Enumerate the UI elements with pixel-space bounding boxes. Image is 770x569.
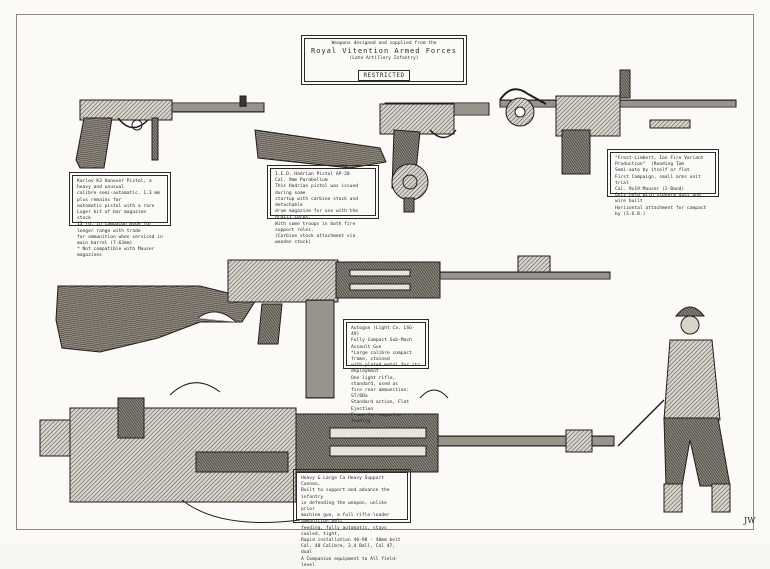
assault-rifle-drawing: [55, 255, 611, 399]
sheet-border: [16, 14, 754, 530]
note-drum-pistol: I.E.D. Hadrian Pistol AP-20 Cal. 9mm Par…: [267, 165, 379, 245]
title-box: Weapons designed and supplied from the R…: [301, 35, 467, 85]
mauser-prototype-drawing: [499, 69, 737, 175]
restricted-stamp: RESTRICTED: [358, 70, 410, 81]
note-assault-rifle: Autogun (Light Ca. LSG-49) Fully Compact…: [343, 319, 429, 424]
title-line-3: (Late Artillery Infantry): [349, 56, 419, 61]
artist-signature: JW: [744, 516, 756, 525]
luger-pistol-drawing: [75, 95, 265, 169]
drawing-sheet: Weapons designed and supplied from the R…: [16, 14, 756, 568]
title-line-2: Royal Vitention Armed Forces: [310, 47, 457, 55]
title-line-1: Weapons designed and supplied from the: [331, 41, 437, 46]
soldier-figure-drawing: [617, 306, 731, 513]
drum-pistol-drawing: [254, 102, 490, 213]
heavy-machine-gun-drawing: [39, 382, 615, 523]
weapons-illustration: [39, 69, 737, 523]
note-luger-pistol: Karlov K3 Hanover Pistol, a heavy and un…: [69, 172, 171, 258]
note-mauser-prototype: "Frost-Limbert, Ion Fire Variant Product…: [607, 149, 719, 217]
note-heavy-mg: Heavy & Large Ca Heavy Support Cannon, B…: [293, 469, 411, 568]
